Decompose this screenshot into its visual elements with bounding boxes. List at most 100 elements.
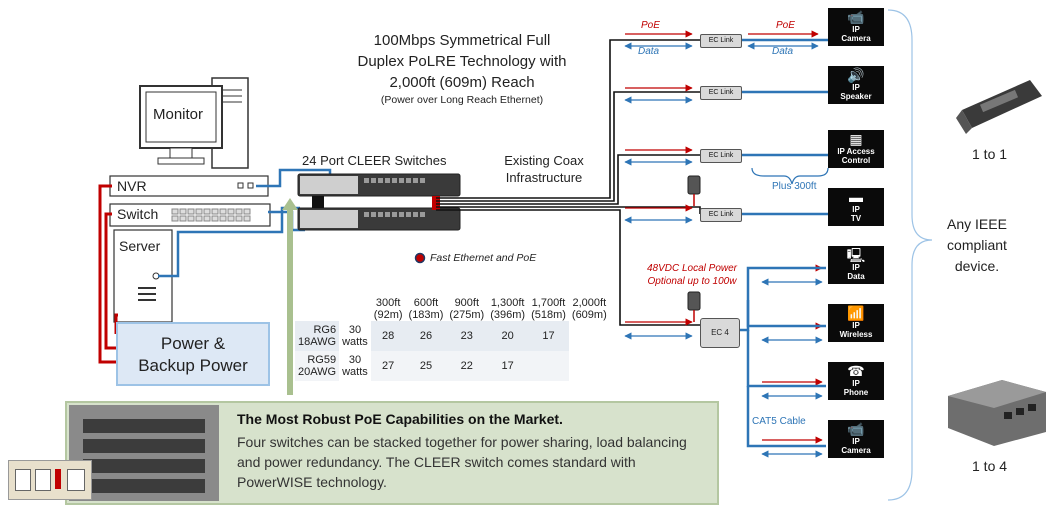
device-label-2: Control: [841, 156, 871, 165]
any-line-3: device.: [954, 258, 1000, 274]
device-label-2: Data: [847, 272, 865, 281]
monitor-label: Monitor: [153, 106, 204, 123]
heading-line-2: Duplex PoLRE Technology with: [357, 53, 567, 70]
ec4-photo: [948, 380, 1046, 446]
device-label-1: IP: [852, 263, 860, 272]
speaker-icon: 🔊: [847, 67, 865, 83]
cctv-camera-icon: 📹: [847, 421, 865, 437]
data-label-right: Data: [772, 46, 794, 57]
heading-line-3: 2,000ft (609m) Reach: [389, 74, 535, 91]
data-label-left: Data: [638, 46, 660, 57]
ec-link-photo: [956, 80, 1042, 134]
device-ip-access-control: ▦ IP Access Control: [828, 130, 884, 168]
monitor-graphic: [139, 85, 223, 165]
local-power-line-2: Optional up to 100w: [647, 276, 737, 287]
device-label-1: IP: [852, 205, 860, 214]
ec-link-1: EC Link: [700, 34, 742, 48]
device-label-2: TV: [850, 214, 862, 223]
legend-label: Fast Ethernet and PoE: [430, 252, 537, 264]
table-cell: 17: [501, 360, 514, 372]
poe-label-right: PoE: [776, 20, 795, 31]
local-power-label: 48VDC Local Power Optional up to 100w: [622, 262, 762, 288]
device-ip-camera: 📹 IP Camera: [828, 8, 884, 46]
table-header: 300ft(92m): [370, 297, 406, 321]
one-to-four-label: 1 to 4: [972, 458, 1008, 474]
cleer-switches-label: 24 Port CLEER Switches: [302, 153, 447, 168]
table-header-row: 300ft(92m) 600ft(183m) 900ft(275m) 1,300…: [295, 297, 610, 321]
plus-300ft-label: Plus 300ft: [772, 181, 817, 192]
device-label-1: IP: [852, 379, 860, 388]
keypad-icon: ▦: [849, 131, 863, 147]
power-line-2: Backup Power: [138, 356, 248, 375]
device-label-1: IP Access: [837, 147, 875, 156]
table-header: 900ft(275m): [446, 297, 488, 321]
any-line-1: Any IEEE: [947, 216, 1007, 232]
one-to-one-label: 1 to 1: [972, 146, 1008, 162]
callout-title: The Most Robust PoE Capabilities on the …: [237, 411, 563, 427]
device-ip-data: 🖳 IP Data: [828, 246, 884, 284]
heading-line-1: 100Mbps Symmetrical Full: [373, 32, 551, 49]
device-ip-camera-2: 📹 IP Camera: [828, 420, 884, 458]
cctv-camera-icon: 📹: [847, 9, 865, 25]
cleer-switches: [297, 173, 461, 231]
nvr-label: NVR: [117, 178, 147, 194]
tv-icon: ▬: [849, 189, 863, 205]
device-label-1: IP: [852, 25, 860, 34]
rear-panel-photo: [8, 460, 92, 500]
stacked-switches-photo: [69, 405, 219, 501]
poe-label-left: PoE: [641, 20, 660, 31]
table-cell: [528, 351, 569, 381]
device-ip-phone: ☎ IP Phone: [828, 362, 884, 400]
table-header: 600ft(183m): [405, 297, 447, 321]
table-cell: 17: [542, 330, 555, 342]
table-cell: 26: [419, 330, 433, 342]
coax-line-1: Existing Coax: [504, 153, 584, 168]
power-line-1: Power &: [160, 334, 226, 353]
device-ip-wireless: 📶 IP Wireless: [828, 304, 884, 342]
device-label-2: Camera: [841, 34, 871, 43]
device-group-brace: [887, 9, 933, 501]
legend-dot: [414, 252, 426, 264]
coax-label: Existing Coax Infrastructure: [496, 152, 592, 186]
table-cell: 23: [460, 330, 473, 342]
any-ieee-label: Any IEEE compliant device.: [934, 214, 1020, 277]
server-label: Server: [119, 238, 161, 254]
table-cell: 20: [501, 330, 514, 342]
heading-subtitle: (Power over Long Reach Ethernet): [380, 94, 544, 106]
switch-label: Switch: [117, 206, 159, 222]
device-ip-speaker: 🔊 IP Speaker: [828, 66, 884, 104]
device-label-1: IP: [852, 437, 860, 446]
router-icon: 📶: [847, 305, 865, 321]
computer-icon: 🖳: [846, 247, 866, 263]
table-header: 1,700ft(518m): [528, 297, 569, 321]
device-label-2: Speaker: [840, 92, 872, 101]
technology-heading: 100Mbps Symmetrical Full Duplex PoLRE Te…: [322, 30, 602, 108]
table-cell: 22: [460, 360, 473, 372]
reach-table: 300ft(92m) 600ft(183m) 900ft(275m) 1,300…: [295, 297, 610, 381]
ec4-box: EC 4: [700, 318, 740, 348]
device-ip-tv: ▬ IP TV: [828, 188, 884, 226]
table-cell: 27: [382, 360, 395, 372]
callout-body: Four switches can be stacked together fo…: [237, 434, 687, 490]
device-label-2: Camera: [841, 446, 871, 455]
device-label-1: IP: [852, 321, 860, 330]
cat5-label: CAT5 Cable: [752, 416, 806, 427]
table-cell: 28: [382, 330, 395, 342]
device-label-2: Phone: [843, 388, 869, 397]
table-header: 2,000ft(609m): [568, 297, 610, 321]
phone-icon: ☎: [847, 363, 865, 379]
ec-link-4: EC Link: [700, 208, 742, 222]
ec-link-2: EC Link: [700, 86, 742, 100]
powerwise-callout: The Most Robust PoE Capabilities on the …: [65, 401, 719, 505]
any-line-2: compliant: [947, 237, 1007, 253]
device-label-1: IP: [852, 83, 860, 92]
power-backup-box: Power & Backup Power: [116, 322, 270, 386]
device-label-2: Wireless: [839, 330, 873, 339]
